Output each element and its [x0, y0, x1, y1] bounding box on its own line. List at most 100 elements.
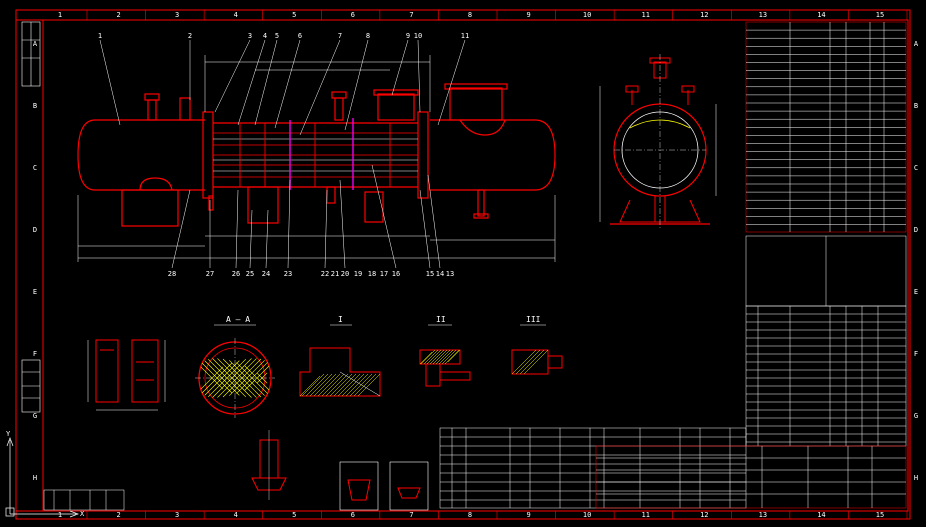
grid-number: 13	[759, 11, 767, 19]
grid-letter: C	[33, 164, 37, 172]
grid-letter: B	[33, 102, 37, 110]
grid-number: 7	[409, 511, 413, 519]
grid-letter: H	[33, 474, 37, 482]
grid-number: 6	[351, 11, 355, 19]
grid-letter-right: B	[914, 102, 918, 110]
section-a-a: A — A	[195, 315, 275, 418]
grid-number: 2	[116, 11, 120, 19]
hatch-line	[337, 373, 361, 397]
title-tables	[43, 21, 907, 511]
callout-number: 17	[380, 270, 388, 278]
hatch-line	[515, 349, 541, 375]
hatch-line	[426, 349, 442, 365]
grid-letter-right: A	[914, 40, 919, 48]
callout-number: 1	[98, 32, 102, 40]
detail-ii-title: II	[436, 315, 446, 324]
grid-letter-right: H	[914, 474, 918, 482]
grid-letter: D	[33, 226, 37, 234]
grid-letter: A	[33, 40, 38, 48]
title-block	[595, 445, 907, 509]
hatch-line	[305, 373, 329, 397]
grid-number: 14	[817, 11, 825, 19]
grid-number: 1	[58, 11, 62, 19]
grid-number: 15	[876, 511, 884, 519]
hatch-line	[432, 349, 448, 365]
hatch-line	[429, 349, 445, 365]
hatch-line	[438, 349, 454, 365]
hatch-line	[345, 373, 369, 397]
section-a-a-title: A — A	[226, 315, 250, 324]
grid-number: 3	[175, 511, 179, 519]
callout-number: 24	[262, 270, 270, 278]
hatch-line	[325, 373, 349, 397]
callout-number: 21	[331, 270, 339, 278]
grid-letter: E	[33, 288, 37, 296]
grid-number: 5	[292, 511, 296, 519]
grid-number: 15	[876, 11, 884, 19]
hatch-line	[321, 373, 345, 397]
callout-number: 18	[368, 270, 376, 278]
callout-number: 22	[321, 270, 329, 278]
grid-letter: G	[33, 412, 37, 420]
grid-number: 9	[526, 11, 530, 19]
callout-number: 23	[284, 270, 292, 278]
callout-number: 5	[275, 32, 279, 40]
grid-number: 3	[175, 11, 179, 19]
grid-number: 8	[468, 511, 472, 519]
callout-number: 6	[298, 32, 302, 40]
grid-letter-right: D	[914, 226, 918, 234]
drawing-frame	[15, 9, 911, 520]
tube-grid-line	[244, 365, 270, 391]
callout-number: 13	[446, 270, 454, 278]
grid-letter-right: F	[914, 350, 918, 358]
grid-number: 7	[409, 11, 413, 19]
grid-number: 14	[817, 511, 825, 519]
grid-number: 10	[583, 511, 591, 519]
hatch-line	[353, 373, 377, 397]
grid-number: 13	[759, 511, 767, 519]
grid-number: 11	[641, 11, 649, 19]
callout-number: 14	[436, 270, 444, 278]
callout-number: 11	[461, 32, 469, 40]
callout-number: 26	[232, 270, 240, 278]
callout-number: 2	[188, 32, 192, 40]
grid-number: 2	[116, 511, 120, 519]
callout-number: 4	[263, 32, 267, 40]
callout-number: 7	[338, 32, 342, 40]
grid-number: 4	[234, 11, 238, 19]
hatch-line	[456, 349, 461, 354]
callout-number: 27	[206, 270, 214, 278]
hatch-line	[444, 349, 460, 365]
callout-number: 10	[414, 32, 422, 40]
hatch-line	[329, 373, 353, 397]
hatch-line	[441, 349, 457, 365]
callout-number: 19	[354, 270, 362, 278]
grid-number: 6	[351, 511, 355, 519]
callout-number: 16	[392, 270, 400, 278]
design-data-table	[745, 21, 907, 233]
left-title-strip	[21, 21, 41, 413]
callout-number: 8	[366, 32, 370, 40]
ucs-axis-y-label: Y	[6, 430, 11, 438]
grid-letter-right: G	[914, 412, 918, 420]
hatch-line	[420, 349, 436, 365]
hatch-line	[301, 373, 325, 397]
grid-number: 1	[58, 511, 62, 519]
detail-iii: III	[511, 315, 563, 375]
detail-ii: II	[419, 315, 471, 387]
nozzle-detail-bottom	[251, 430, 429, 511]
hatch-line	[435, 349, 451, 365]
grid-number: 10	[583, 11, 591, 19]
grid-number: 4	[234, 511, 238, 519]
grid-number: 8	[468, 11, 472, 19]
hatch-line	[377, 373, 381, 377]
grid-letter: F	[33, 350, 37, 358]
grid-number: 12	[700, 11, 708, 19]
ucs-axis-icon	[5, 437, 79, 518]
